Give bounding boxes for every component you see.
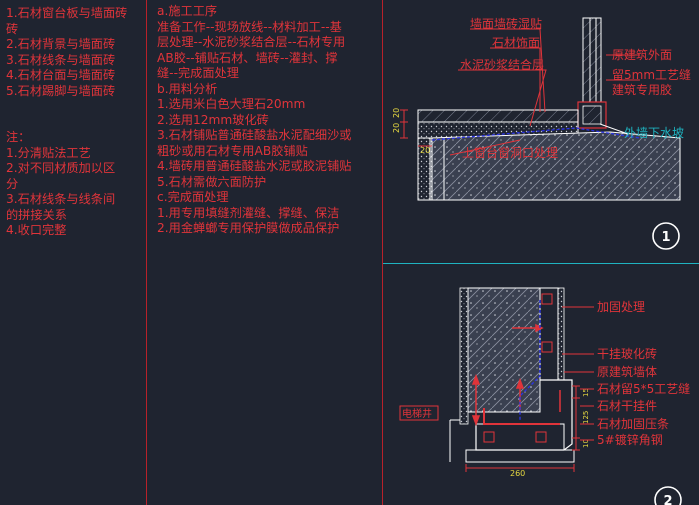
label-window-sill: 上窗台窗洞口处理 — [462, 145, 558, 160]
tile-facing — [539, 287, 559, 381]
concrete-body — [429, 131, 681, 201]
detail-number: 2 — [663, 494, 672, 505]
material-item: 4.石材台面与墙面砖 — [6, 68, 116, 82]
detail-number: 1 — [661, 230, 670, 245]
label-exterior-wall: 原建筑外面 — [612, 47, 672, 62]
material-item: 5.石材踢脚与墙面砖 — [6, 83, 116, 98]
label-stone-finish: 石材饰面 — [492, 36, 540, 50]
section-c-title: c.完成面处理 — [157, 190, 229, 204]
label-stone-strip: 石材加固压条 — [597, 417, 669, 431]
note-item: 4.收口完整 — [6, 223, 67, 237]
stone-sill — [417, 109, 579, 123]
notes-title: 注： — [6, 130, 31, 144]
note-item: 2.对不同材质加以区分 — [6, 161, 116, 191]
label-mortar: 水泥砂浆结合层 — [460, 57, 544, 72]
section-a-title: a.施工工序 — [157, 4, 218, 18]
material-item: 1.石材窗台板与墙面砖 — [6, 6, 128, 20]
material-item: 砖 — [6, 21, 19, 36]
label-wall-tile: 墙面墙砖湿贴 — [470, 16, 542, 31]
label-dry-tile: 干挂玻化砖 — [597, 346, 657, 361]
detail-divider — [383, 263, 699, 264]
material-spec: 2.选用12mm玻化砖 — [157, 112, 269, 127]
note-item: 3.石材线条与线条间的拼接关系 — [6, 192, 116, 222]
label-reinforce: 加固处理 — [597, 300, 645, 314]
material-item: 3.石材线条与墙面砖 — [6, 52, 116, 67]
wall-section — [582, 17, 602, 103]
dim-label: 20 — [420, 146, 430, 155]
dim-label: 20 — [392, 123, 401, 133]
wall-body — [467, 287, 541, 413]
note-item: 1.分清贴法工艺 — [6, 145, 91, 160]
material-spec: 1.选用米白色大理石20mm — [157, 97, 306, 111]
detail-number-badge — [652, 222, 680, 250]
detail-1: 20 20 20 墙面墙砖湿贴 石材饰面 水泥砂浆结合层 原建筑外面 留5mm工… — [392, 16, 691, 250]
base-stone — [465, 449, 575, 463]
material-spec: 5.石材需做六面防护 — [157, 174, 267, 189]
finish-step: 1.用专用填缝剂灌缝、撑缝、保洁 — [157, 205, 340, 220]
label-original-wall: 原建筑墙体 — [597, 364, 657, 379]
dim-label: 15 — [582, 388, 590, 397]
column-divider — [382, 0, 383, 505]
section-b-title: b.用料分析 — [157, 81, 218, 96]
column-divider — [146, 0, 147, 505]
label-stone-hanger: 石材干挂件 — [597, 399, 657, 413]
material-spec: 4.墙砖用普通硅酸盐水泥或胶泥铺贴 — [157, 159, 352, 173]
dim-label: 125 — [582, 411, 590, 424]
material-spec: 3.石材铺贴普通硅酸盐水泥配细沙或粗砂或用石材专用AB胶铺贴 — [157, 128, 352, 158]
process-column: a.施工工序 准备工作--现场放线--材料加工--基层处理--水泥砂浆结合层--… — [157, 0, 379, 505]
dim-label: 10 — [582, 439, 590, 448]
materials-column: 1.石材窗台板与墙面砖 砖 2.石材背景与墙面砖 3.石材线条与墙面砖 4.石材… — [6, 0, 144, 505]
dim-label: 20 — [392, 108, 401, 118]
detail-number-badge — [654, 486, 682, 505]
label-joint: 留5mm工艺缝 — [612, 67, 691, 82]
finish-step: 2.用金蝉螂专用保护膜做成品保护 — [157, 221, 340, 235]
label-joint-glue: 建筑专用胶 — [612, 82, 672, 97]
details-drawing: 20 20 20 墙面墙砖湿贴 石材饰面 水泥砂浆结合层 原建筑外面 留5mm工… — [392, 16, 691, 505]
label-drip: 外墙下水坡 — [624, 126, 684, 140]
dim-label: 260 — [510, 469, 525, 478]
label-stone-joint: 石材留5*5工艺缝 — [597, 381, 690, 396]
detail-2: 15 125 10 260 加固处理 干挂玻化砖 原建筑墙体 石材留5*5工艺缝… — [399, 287, 690, 505]
elevator-tag — [399, 405, 439, 421]
material-item: 2.石材背景与墙面砖 — [6, 37, 116, 51]
label-elevator: 电梯井 — [402, 407, 432, 420]
label-angle-steel: 5#镀锌角钢 — [597, 433, 663, 447]
